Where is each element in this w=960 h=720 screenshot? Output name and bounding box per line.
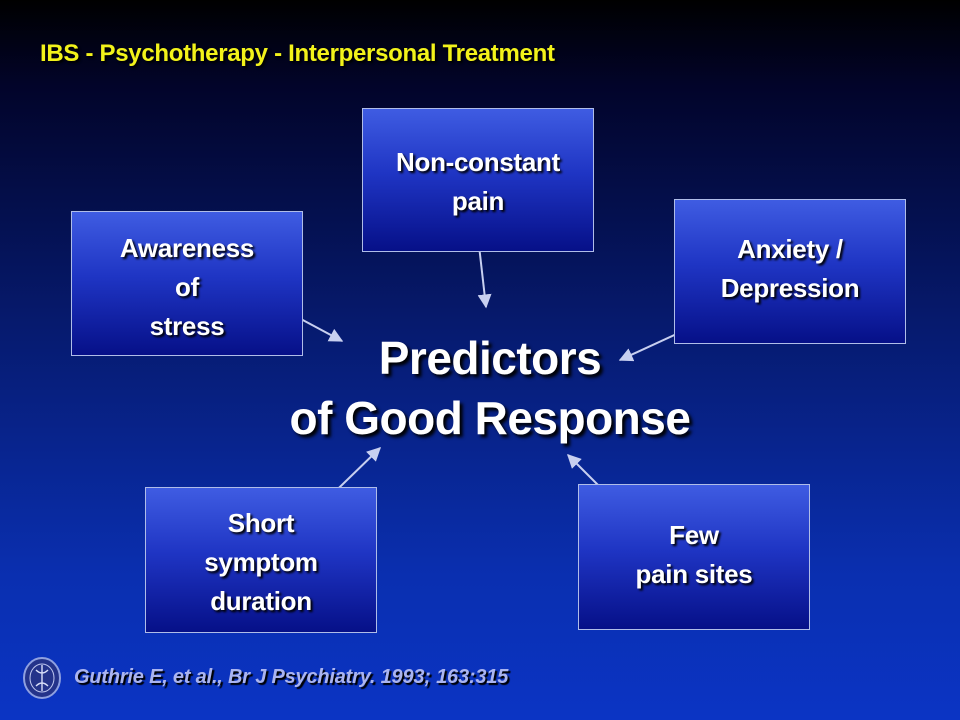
box-text-line: Few (669, 520, 719, 550)
circular-seal-icon (23, 657, 61, 699)
box-text-line: of (175, 272, 199, 302)
box-text-line: stress (149, 311, 225, 341)
box-text-line: symptom (204, 547, 318, 577)
box-text-line: Awareness (119, 233, 255, 263)
box-text-line: Non-constant (396, 147, 560, 177)
box-text-line: pain sites (635, 559, 753, 589)
box-text-line: duration (210, 586, 312, 616)
box-text-line: Short (227, 508, 295, 538)
central-heading: Predictors of Good Response (240, 328, 740, 448)
box-short-symptom-duration: Short symptom duration (145, 487, 377, 633)
slide-title: IBS - Psychotherapy - Interpersonal Trea… (40, 40, 555, 67)
central-heading-line: Predictors (378, 332, 602, 384)
box-text-line: Depression (720, 273, 860, 303)
box-non-constant-pain: Non-constant pain (362, 108, 594, 252)
central-heading-line: of Good Response (289, 392, 691, 444)
box-few-pain-sites: Few pain sites (578, 484, 810, 630)
citation: Guthrie E, et al., Br J Psychiatry. 1993… (74, 666, 509, 688)
box-text-line: Anxiety / (737, 234, 843, 264)
box-text-line: pain (451, 186, 505, 216)
box-anxiety-depression: Anxiety / Depression (674, 199, 906, 344)
box-awareness-of-stress: Awareness of stress (71, 211, 303, 356)
